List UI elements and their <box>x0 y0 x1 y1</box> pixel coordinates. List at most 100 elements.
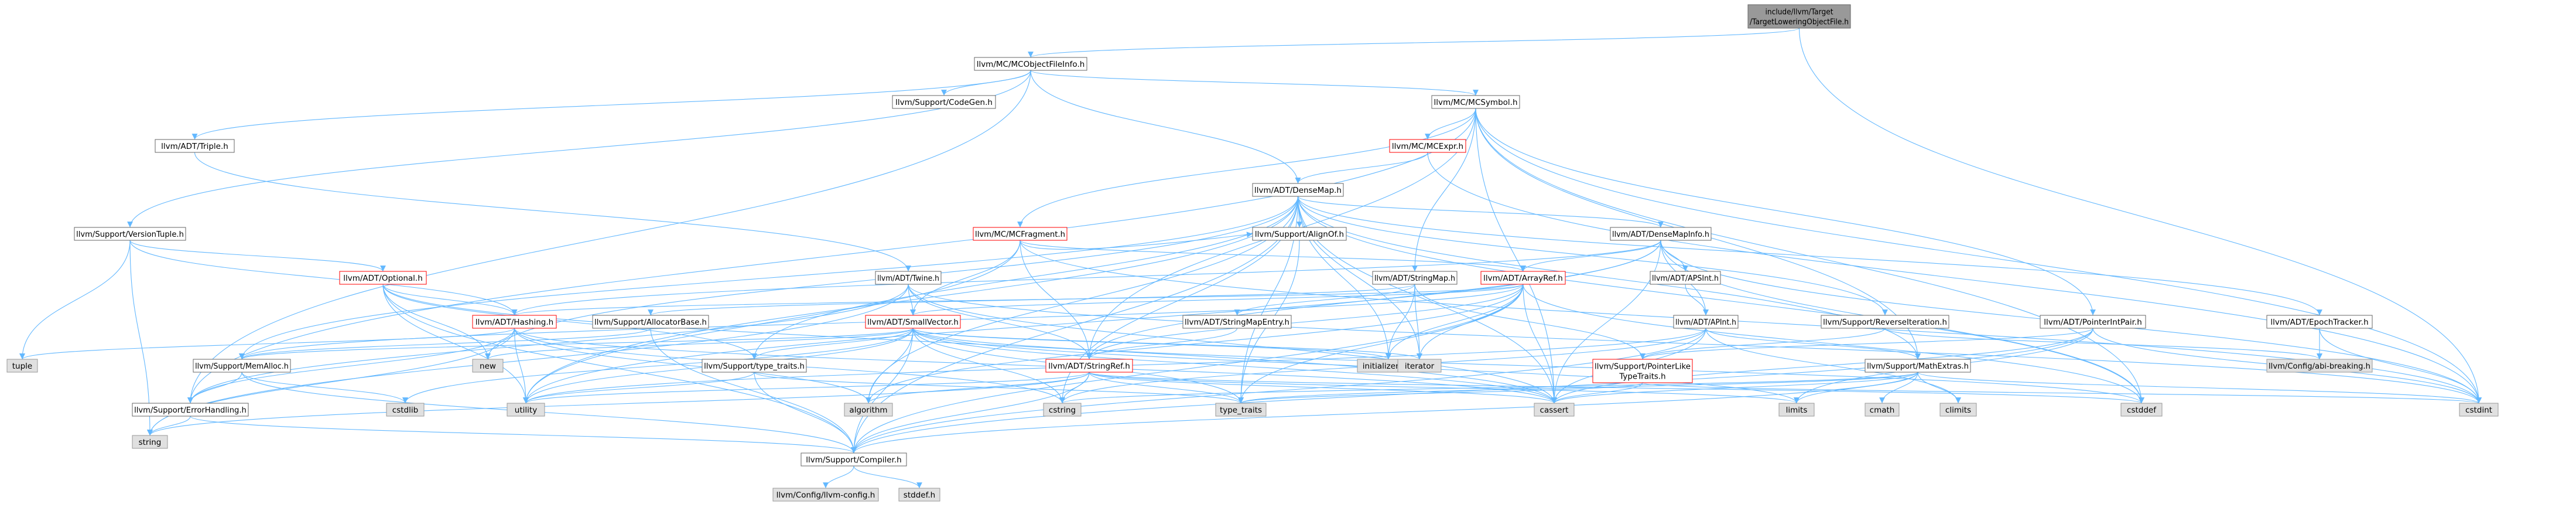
node-twine-label: llvm/ADT/Twine.h <box>877 274 939 284</box>
node-densemap[interactable]: llvm/ADT/DenseMap.h <box>1252 183 1344 197</box>
node-string-box <box>132 435 168 449</box>
node-cmath-box <box>1865 403 1900 417</box>
edge-hashing-to-errorhandling <box>187 328 515 404</box>
edge-compiler-to-stddef <box>853 465 922 489</box>
node-root-box <box>1747 4 1851 29</box>
edge-memalloc-to-errorhandling <box>187 372 242 404</box>
edge-stringref-to-cstddef <box>1089 372 2144 404</box>
node-twine[interactable]: llvm/ADT/Twine.h <box>875 271 942 285</box>
node-mcfragment-box <box>973 227 1068 241</box>
node-stringmap[interactable]: llvm/ADT/StringMap.h <box>1372 271 1458 285</box>
node-stringref-label: llvm/ADT/StringRef.h <box>1048 362 1130 371</box>
node-limits-label: limits <box>1786 406 1808 415</box>
node-memalloc-box <box>193 359 291 373</box>
edge-mathextras-to-type_traits <box>1238 372 1918 404</box>
node-pointerintpair[interactable]: llvm/ADT/PointerIntPair.h <box>2040 315 2146 329</box>
node-new-label: new <box>480 362 496 371</box>
node-limits: limits <box>1778 403 1815 417</box>
node-densemapinfo[interactable]: llvm/ADT/DenseMapInfo.h <box>1610 227 1712 241</box>
node-memalloc[interactable]: llvm/Support/MemAlloc.h <box>193 359 291 373</box>
node-abibreaking: llvm/Config/abi-breaking.h <box>2266 359 2373 373</box>
edge-root-to-mcobjfileinfo <box>1028 28 1800 58</box>
edge-arrayref-to-initializer_list <box>1386 284 1524 360</box>
edge-reverseiteration-to-abibreaking <box>1884 328 2322 360</box>
node-twine-box <box>875 271 942 285</box>
node-triple-box <box>155 139 235 153</box>
node-errorhandling[interactable]: llvm/Support/ErrorHandling.h <box>132 403 249 417</box>
node-mcexpr-label: llvm/MC/MCExpr.h <box>1392 142 1463 151</box>
node-mcsymbol-label: llvm/MC/MCSymbol.h <box>1434 98 1517 107</box>
node-optional[interactable]: llvm/ADT/Optional.h <box>339 271 427 285</box>
edge-stringref-to-string <box>147 372 1090 436</box>
node-stringmap-label: llvm/ADT/StringMap.h <box>1374 274 1455 283</box>
edge-apint-to-compiler <box>851 328 1706 454</box>
node-epochtracker[interactable]: llvm/ADT/EpochTracker.h <box>2266 315 2373 329</box>
node-errorhandling-box <box>132 403 249 417</box>
node-cstdint: cstdint <box>2459 403 2499 417</box>
node-memalloc-label: llvm/Support/MemAlloc.h <box>195 362 289 371</box>
node-compiler[interactable]: llvm/Support/Compiler.h <box>800 452 907 467</box>
edge-mcobjfileinfo-to-densemap <box>1030 70 1301 184</box>
node-root[interactable]: include/llvm/Target/TargetLoweringObject… <box>1747 4 1851 29</box>
edge-densemap-to-epochtracker <box>1297 196 2322 316</box>
node-mcobjfileinfo-label: llvm/MC/MCObjectFileInfo.h <box>977 60 1085 69</box>
node-tuple: tuple <box>6 359 38 373</box>
node-alignof[interactable]: llvm/Support/AlignOf.h <box>1252 227 1347 241</box>
node-apint-box <box>1673 315 1739 329</box>
edge-allocatorbase-to-compiler <box>650 328 857 454</box>
edge-stringref-to-type_traits <box>1089 372 1244 404</box>
node-cstddef: cstddef <box>2120 403 2163 417</box>
node-compiler-label: llvm/Support/Compiler.h <box>806 455 901 465</box>
node-versiontuple[interactable]: llvm/Support/VersionTuple.h <box>74 227 186 241</box>
edge-triple-to-twine <box>194 152 911 272</box>
node-mcobjfileinfo[interactable]: llvm/MC/MCObjectFileInfo.h <box>974 57 1087 71</box>
edge-densemap-to-iterator <box>1297 196 1422 360</box>
node-reverseiteration[interactable]: llvm/Support/ReverseIteration.h <box>1821 315 1949 329</box>
node-typetraitsh-box <box>702 359 807 373</box>
node-mcsymbol-box <box>1431 95 1520 109</box>
node-cstdlib: cstdlib <box>386 403 425 417</box>
node-hashing-label: llvm/ADT/Hashing.h <box>475 318 553 327</box>
node-stringref-box <box>1045 359 1133 373</box>
node-llvmconfig: llvm/Config/llvm-config.h <box>772 488 879 502</box>
node-mcfragment[interactable]: llvm/MC/MCFragment.h <box>973 227 1068 241</box>
edge-versiontuple-to-optional <box>129 240 386 272</box>
node-new: new <box>472 359 504 373</box>
node-new-box <box>472 359 504 373</box>
node-stringref[interactable]: llvm/ADT/StringRef.h <box>1045 359 1133 373</box>
node-codegen[interactable]: llvm/Support/CodeGen.h <box>892 95 996 109</box>
node-hashing[interactable]: llvm/ADT/Hashing.h <box>472 315 557 329</box>
edge-densemapinfo-to-utility <box>523 240 1661 404</box>
node-stringmap-box <box>1372 271 1458 285</box>
node-mcexpr[interactable]: llvm/MC/MCExpr.h <box>1389 139 1466 153</box>
edge-hashing-to-utility <box>514 328 529 404</box>
node-stringmapentry[interactable]: llvm/ADT/StringMapEntry.h <box>1182 315 1292 329</box>
node-smallvector[interactable]: llvm/ADT/SmallVector.h <box>865 315 961 329</box>
node-typetraitsh[interactable]: llvm/Support/type_traits.h <box>702 359 807 373</box>
edge-memalloc-to-cstdlib <box>241 372 408 404</box>
edge-mcsymbol-to-cassert <box>1475 108 1557 404</box>
edge-typetraitsh-to-compiler <box>754 372 857 454</box>
node-mcsymbol[interactable]: llvm/MC/MCSymbol.h <box>1431 95 1520 109</box>
edge-mcsymbol-to-errorhandling <box>187 108 1476 404</box>
edge-mathextras-to-climits <box>1917 372 1961 404</box>
node-triple[interactable]: llvm/ADT/Triple.h <box>155 139 235 153</box>
node-stddef: stddef.h <box>898 488 940 502</box>
node-cassert-box <box>1534 403 1575 417</box>
edge-twine-to-errorhandling <box>187 284 909 404</box>
node-apsint[interactable]: llvm/ADT/APSInt.h <box>1650 271 1721 285</box>
node-mathextras[interactable]: llvm/Support/MathExtras.h <box>1865 359 1971 373</box>
node-apsint-box <box>1650 271 1721 285</box>
node-arrayref-label: llvm/ADT/ArrayRef.h <box>1483 274 1563 283</box>
node-arrayref[interactable]: llvm/ADT/ArrayRef.h <box>1480 271 1566 285</box>
node-allocatorbase[interactable]: llvm/Support/AllocatorBase.h <box>592 315 709 329</box>
edge-mcsymbol-to-cstdint <box>1475 108 2482 404</box>
node-pointerintpair-label: llvm/ADT/PointerIntPair.h <box>2044 318 2142 327</box>
edge-pointerintpair-to-pointerliketypetraits <box>1640 328 2093 360</box>
node-apint[interactable]: llvm/ADT/APInt.h <box>1673 315 1739 329</box>
edge-smallvector-to-initializer_list <box>912 328 1391 360</box>
edge-hashing-to-tuple <box>19 328 515 360</box>
edge-smallvector-to-new <box>485 328 914 360</box>
edge-arrayref-to-hashing <box>512 284 1524 316</box>
